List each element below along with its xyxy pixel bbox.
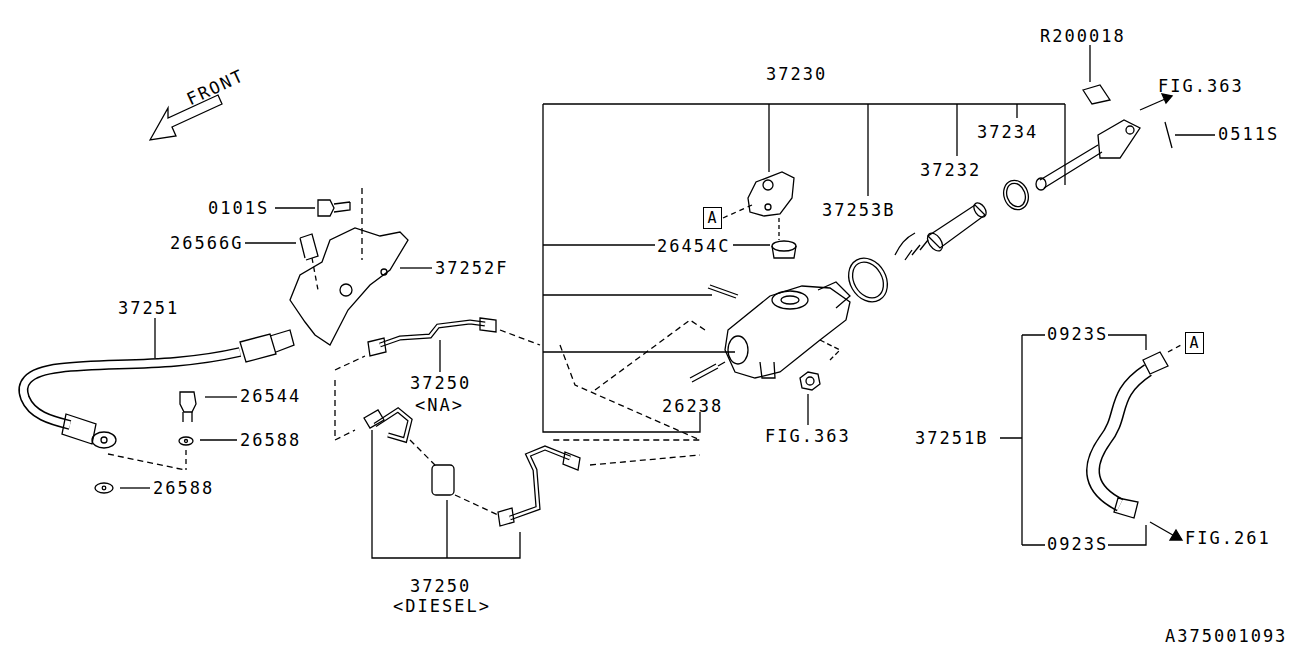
part-number: 37253B: [822, 202, 895, 219]
figure-reference: FIG.363: [765, 428, 851, 445]
part-number: 26566G: [170, 235, 243, 252]
part-number: 0101S: [208, 200, 269, 217]
part-number: 26588: [153, 480, 214, 497]
part-number: 37250: [410, 578, 471, 595]
variant-note: <DIESEL>: [393, 598, 491, 615]
figure-reference: FIG.261: [1185, 530, 1271, 547]
part-number: R200018: [1040, 28, 1126, 45]
part-number: 37251B: [915, 430, 988, 447]
part-number: 26238: [662, 398, 723, 415]
direction-label: FRONT: [184, 67, 247, 108]
diagram-id: A375001093: [1165, 628, 1287, 645]
part-number: 0923S: [1047, 326, 1108, 343]
part-number: 26544: [240, 388, 301, 405]
reference-letter: A: [708, 211, 717, 226]
figure-reference: FIG.363: [1158, 78, 1244, 95]
reference-letter: A: [1190, 336, 1199, 351]
part-number: 37252F: [435, 260, 508, 277]
part-number: 37251: [118, 300, 179, 317]
part-number: 0511S: [1218, 126, 1279, 143]
part-number: 37234: [977, 124, 1038, 141]
part-number: 37232: [920, 162, 981, 179]
part-number: 37230: [766, 66, 827, 83]
reference-box: A: [703, 207, 722, 229]
part-number: 0923S: [1047, 536, 1108, 553]
part-number: 26588: [240, 432, 301, 449]
part-number: 37250: [410, 375, 471, 392]
variant-note: <NA>: [415, 397, 464, 414]
reference-box: A: [1185, 332, 1204, 354]
part-number: 26454C: [657, 238, 730, 255]
